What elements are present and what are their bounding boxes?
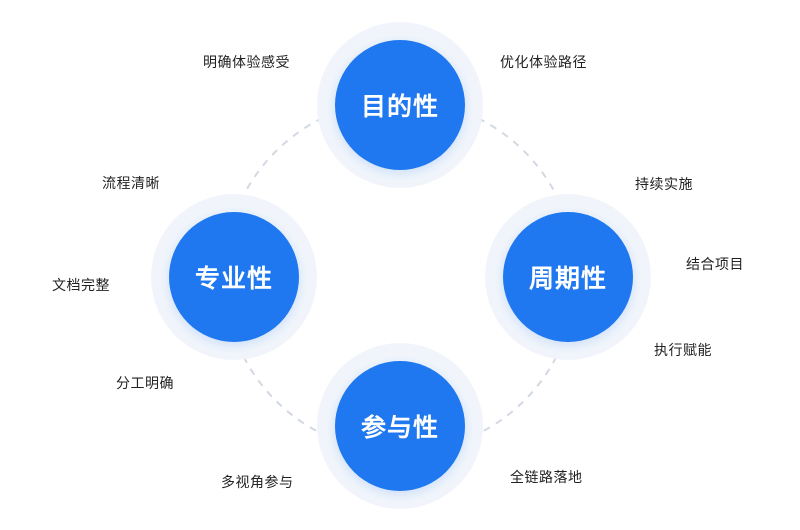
label-full-chain-landing: 全链路落地 bbox=[510, 470, 583, 486]
node-participation: 参与性 bbox=[317, 343, 483, 509]
label-execution-empowerment: 执行赋能 bbox=[654, 343, 712, 359]
label-complete-docs: 文档完整 bbox=[52, 278, 110, 294]
label-clear-division: 分工明确 bbox=[116, 376, 174, 392]
node-participation-circle: 参与性 bbox=[335, 361, 465, 491]
node-periodic-title: 周期性 bbox=[528, 264, 607, 293]
label-clear-process: 流程清晰 bbox=[102, 176, 160, 192]
label-multi-perspective: 多视角参与 bbox=[221, 475, 294, 491]
node-professional-circle: 专业性 bbox=[169, 212, 299, 342]
label-combine-projects: 结合项目 bbox=[686, 257, 744, 273]
label-continuous-implementation: 持续实施 bbox=[635, 177, 693, 193]
node-periodic: 周期性 bbox=[485, 194, 651, 360]
node-participation-title: 参与性 bbox=[360, 413, 439, 442]
node-professional: 专业性 bbox=[151, 194, 317, 360]
node-purpose-title: 目的性 bbox=[360, 92, 439, 121]
node-purpose-circle: 目的性 bbox=[335, 40, 465, 170]
node-purpose: 目的性 bbox=[317, 22, 483, 188]
node-professional-title: 专业性 bbox=[194, 264, 273, 293]
label-clear-experience: 明确体验感受 bbox=[203, 55, 290, 71]
node-periodic-circle: 周期性 bbox=[503, 212, 633, 342]
label-optimize-path: 优化体验路径 bbox=[500, 55, 587, 71]
